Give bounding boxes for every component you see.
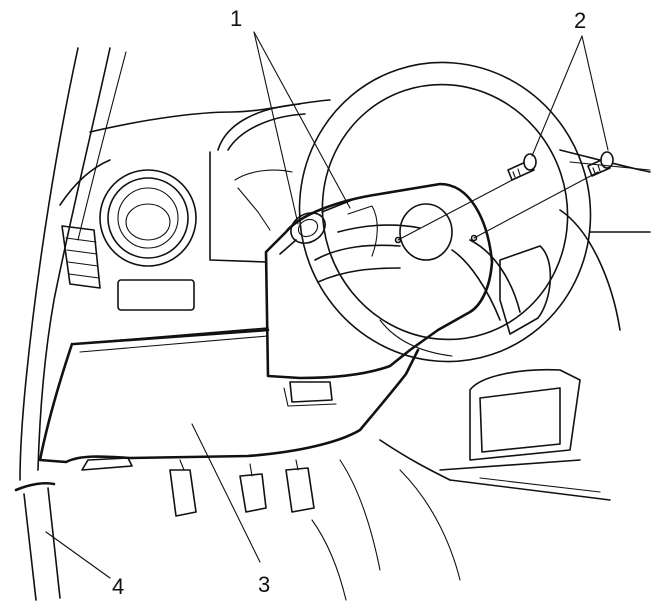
callout-3: 3: [258, 572, 270, 597]
callout-2: 2: [574, 8, 586, 33]
steering-column-shaft: [279, 199, 353, 255]
a-pillar: [19, 47, 127, 481]
screw-guide-lines: [397, 161, 651, 241]
callout-4: 4: [112, 574, 124, 599]
switch-panel: [117, 279, 195, 311]
callout-1: 1: [230, 6, 242, 31]
floor-contours: [311, 459, 461, 601]
leader-lines: [45, 31, 609, 579]
lower-dash-cover: [38, 328, 420, 471]
instrument-cluster-hood: [209, 103, 306, 263]
round-air-vent: [99, 169, 197, 267]
screw-left: [507, 153, 537, 181]
screw-right: [587, 151, 614, 177]
dashboard-top: [59, 99, 651, 206]
side-vent: [61, 225, 101, 289]
pedals: [169, 459, 315, 517]
steering-column-cover: [264, 182, 494, 407]
center-console: [379, 209, 651, 501]
kick-panel: [14, 481, 61, 601]
steering-wheel: [298, 61, 592, 363]
screw-holes: [394, 234, 478, 244]
